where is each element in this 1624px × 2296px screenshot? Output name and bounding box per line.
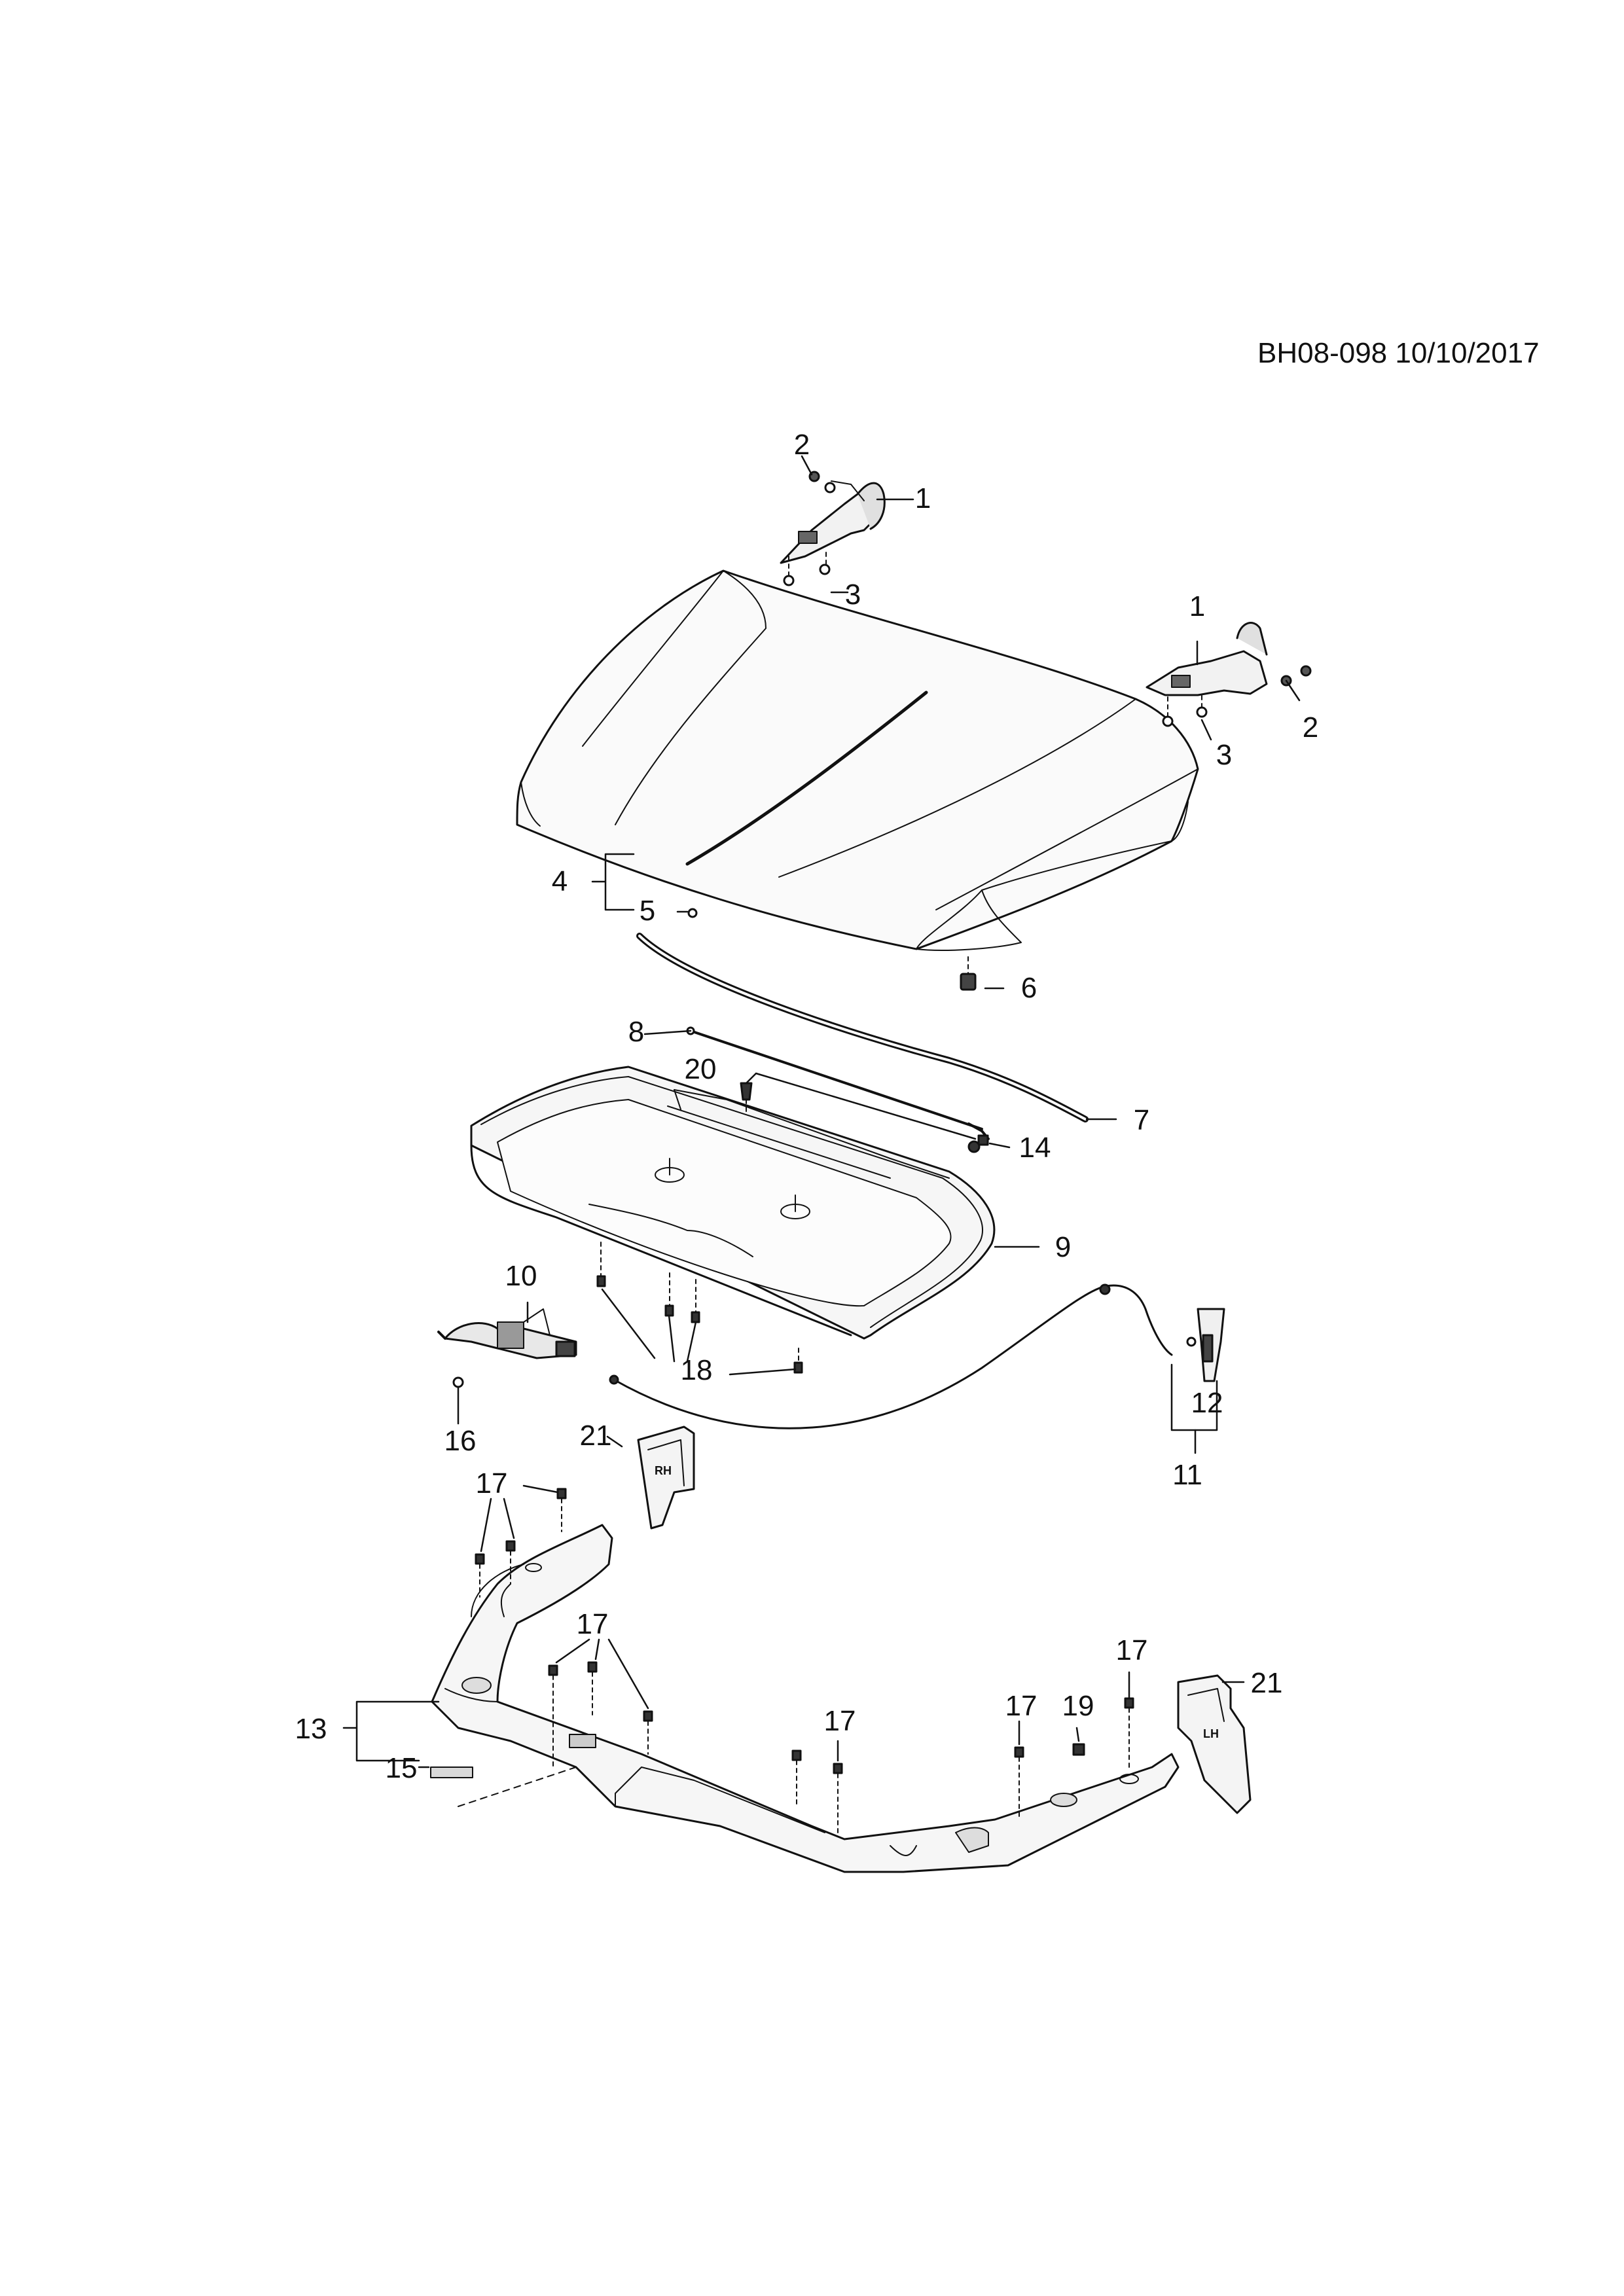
callout-21-left: 21 [579,1420,612,1452]
callout-17-middle-left: 17 [576,1608,609,1640]
callout-3-right-hinge: 3 [1216,739,1233,771]
callout-18: 18 [680,1354,713,1386]
hood-release-handle [1186,1308,1225,1382]
callout-20: 20 [684,1053,717,1085]
callout-17-right: 17 [1005,1690,1038,1722]
hood-release-cable [609,1283,1173,1429]
callout-1-left-hinge: 1 [914,482,931,514]
shield-fasteners-17 [475,1488,1134,1833]
callout-8: 8 [628,1016,645,1048]
callout-1-right-hinge: 1 [1189,590,1206,622]
callout-3-left-hinge: 3 [844,579,861,611]
shield-plug-15 [430,1767,577,1807]
callout-5: 5 [639,895,656,927]
callout-7: 7 [1133,1104,1150,1136]
callout-15: 15 [385,1752,418,1784]
callout-11: 11 [1172,1459,1202,1491]
hood-hinge-left [780,471,886,586]
callout-2-left-hinge: 2 [793,429,810,461]
engine-splash-shield [431,1524,1180,1873]
callout-9: 9 [1055,1231,1072,1263]
air-deflector-right [1177,1674,1252,1814]
callout-17-top-left: 17 [475,1467,508,1499]
hood-panel [516,569,1199,951]
rh-marking: RH [655,1464,672,1477]
hood-bumper [960,956,977,991]
callout-17-far-right: 17 [1115,1634,1148,1666]
shield-fastener-19 [1072,1743,1085,1756]
drawing-code: BH08-098 10/10/2017 [1257,337,1540,369]
callout-16: 16 [444,1425,477,1457]
retainer-20 [740,1082,753,1113]
prop-rod-clip-14 [967,1140,981,1153]
callout-10: 10 [505,1260,537,1292]
callout-2-right-hinge: 2 [1302,711,1319,744]
hood-latch [437,1308,577,1388]
callout-13: 13 [295,1713,327,1745]
callout-14: 14 [1019,1132,1051,1164]
leader-lines [342,455,1301,1768]
callout-19: 19 [1062,1690,1094,1722]
insulator-fasteners-18 [596,1242,803,1374]
callout-4-hood: 4 [551,865,568,897]
callout-17-center: 17 [823,1705,856,1737]
callout-21-right: 21 [1250,1667,1283,1699]
lh-marking: LH [1203,1727,1219,1740]
hood-seal-strip [636,933,1089,1122]
air-deflector-left [637,1426,695,1530]
callout-6: 6 [1020,972,1038,1004]
hood-hinge-right [1146,622,1312,727]
hood-insulator [470,1066,996,1340]
callout-12: 12 [1191,1387,1223,1419]
